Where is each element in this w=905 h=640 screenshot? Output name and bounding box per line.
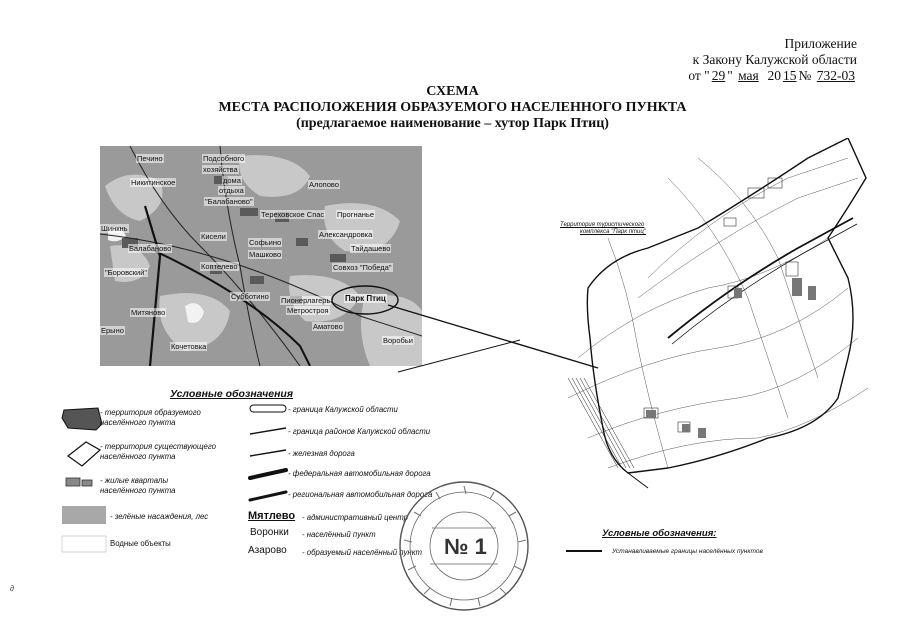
symbol-federal-road <box>248 468 288 480</box>
map-label-aleksandrovka: Александровка <box>318 230 374 239</box>
map-label-sofino: Софьино <box>248 238 283 247</box>
legend-name-settlement: Воронки <box>250 527 289 538</box>
legend-desc-settlement: - населённый пункт <box>302 530 376 539</box>
map-label-subbotino: Субботино <box>230 292 270 301</box>
legend-desc-new-settlement: - образуемый населённый пункт <box>302 548 422 557</box>
legend-swatches <box>61 407 107 553</box>
map-label-sovkhoz-pobeda: Совхоз "Победа" <box>332 263 393 272</box>
overview-map: Печино Подсобного хозяйства дома отдыха … <box>100 146 422 366</box>
map-label-park-ptits: Парк Птиц <box>344 294 387 303</box>
map-label-mityanovo: Митяново <box>130 308 167 317</box>
map-label-pechino: Печино <box>136 154 164 163</box>
date-number: 732-03 <box>816 68 855 83</box>
territory-label: Территория туристического комплекса "Пар… <box>560 222 646 235</box>
map-label-alopovo: Алопово <box>308 180 340 189</box>
legend-title: Условные обозначения <box>170 388 294 400</box>
right-legend-title: Условные обозначения: <box>602 528 717 539</box>
map-label-amatovo: Аматово <box>312 322 344 331</box>
legend-line-region-border: - граница Калужской области <box>288 405 398 414</box>
legend-item-water: Водные объекты <box>110 539 171 548</box>
map-label-shinkn: Шинкнь <box>100 224 129 233</box>
swatch-new-settlement <box>61 407 103 431</box>
scheme-proposed-name: (предлагаемое наименование – хутор Парк … <box>296 116 609 131</box>
map-label-metrostroya: Метростроя <box>286 306 330 315</box>
symbol-district-border <box>249 427 287 435</box>
swatch-existing-settlement <box>66 441 102 467</box>
map-label-pionerlager: Пионерлагерь <box>280 296 332 305</box>
scheme-subtitle: МЕСТА РАСПОЛОЖЕНИЯ ОБРАЗУЕМОГО НАСЕЛЕННО… <box>218 100 687 115</box>
map-label-balabanovo-rest: "Балабаново" <box>204 197 254 206</box>
scheme-titles: СХЕМА МЕСТА РАСПОЛОЖЕНИЯ ОБРАЗУЕМОГО НАС… <box>0 84 905 132</box>
map-label-terehovskoe: Тереховское Спас <box>260 210 326 219</box>
corner-mark: ∂ <box>10 584 14 593</box>
map-label-doma: дома <box>222 176 242 185</box>
legend-name-admin-center: Мятлево <box>248 510 296 522</box>
swatch-greenery <box>62 506 106 524</box>
appendix-title: Приложение <box>784 36 857 51</box>
map-label-borovsky: "Боровский" <box>104 268 149 277</box>
scheme-title: СХЕМА <box>426 84 479 99</box>
swatch-residential-1 <box>65 477 81 487</box>
map-label-podsobnogo: Подсобного <box>202 154 246 163</box>
map-label-vorobi: Воробьи <box>382 336 414 345</box>
legend-line-symbols <box>248 404 288 502</box>
swatch-water <box>61 535 107 553</box>
map-label-hozyaistva: хозяйства <box>202 165 239 174</box>
map-label-koptelevo: Коптелево <box>200 262 239 271</box>
map-label-mashkovo: Машково <box>248 250 283 259</box>
right-legend-item: Устанавливаемые границы населённых пункт… <box>612 548 763 555</box>
official-stamp: № 1 <box>396 478 532 614</box>
legend-line-district-border: - граница районов Калужской области <box>288 427 431 436</box>
legend-name-new-settlement: Азарово <box>248 545 287 556</box>
legend-item-greenery: - зелёные насаждения, лес <box>110 512 209 521</box>
appendix-block: Приложение к Закону Калужской области от… <box>688 36 857 84</box>
map-label-kochetovka: Кочетовка <box>170 342 208 351</box>
legend-desc-admin-center: - административный центр <box>302 513 408 522</box>
right-legend-symbol <box>566 550 602 552</box>
date-month: мая <box>738 68 759 83</box>
map-label-otdyha: отдыха <box>218 186 245 195</box>
map-label-nikitinskoe: Никитинское <box>130 178 177 187</box>
map-label-erino: Ерыно <box>100 326 125 335</box>
stamp-seal-graphic <box>399 481 529 611</box>
map-label-balabanovo: Балабаново <box>128 244 173 253</box>
swatch-residential-2 <box>81 479 93 487</box>
legend-line-regional-road: - региональная автомобильная дорога <box>288 490 433 499</box>
map-label-kiseli: Кисели <box>200 232 227 241</box>
stamp-number: № 1 <box>444 534 487 559</box>
date-year: 15 <box>782 68 797 83</box>
map-label-prognanie: Прогнанье <box>336 210 376 219</box>
detail-plan: Территория туристического комплекса "Пар… <box>548 137 873 490</box>
date-day: 29 <box>711 68 726 83</box>
symbol-regional-road <box>248 490 288 502</box>
map-label-taidashevo: Тайдашево <box>350 244 392 253</box>
symbol-region-border <box>249 404 287 413</box>
appendix-law: к Закону Калужской области <box>692 52 857 67</box>
detail-plan-graphic <box>567 137 869 489</box>
legend-line-federal-road: - федеральная автомобильная дорога <box>288 469 431 478</box>
legend-line-railway: - железная дорога <box>288 449 355 458</box>
symbol-railway <box>249 449 287 457</box>
